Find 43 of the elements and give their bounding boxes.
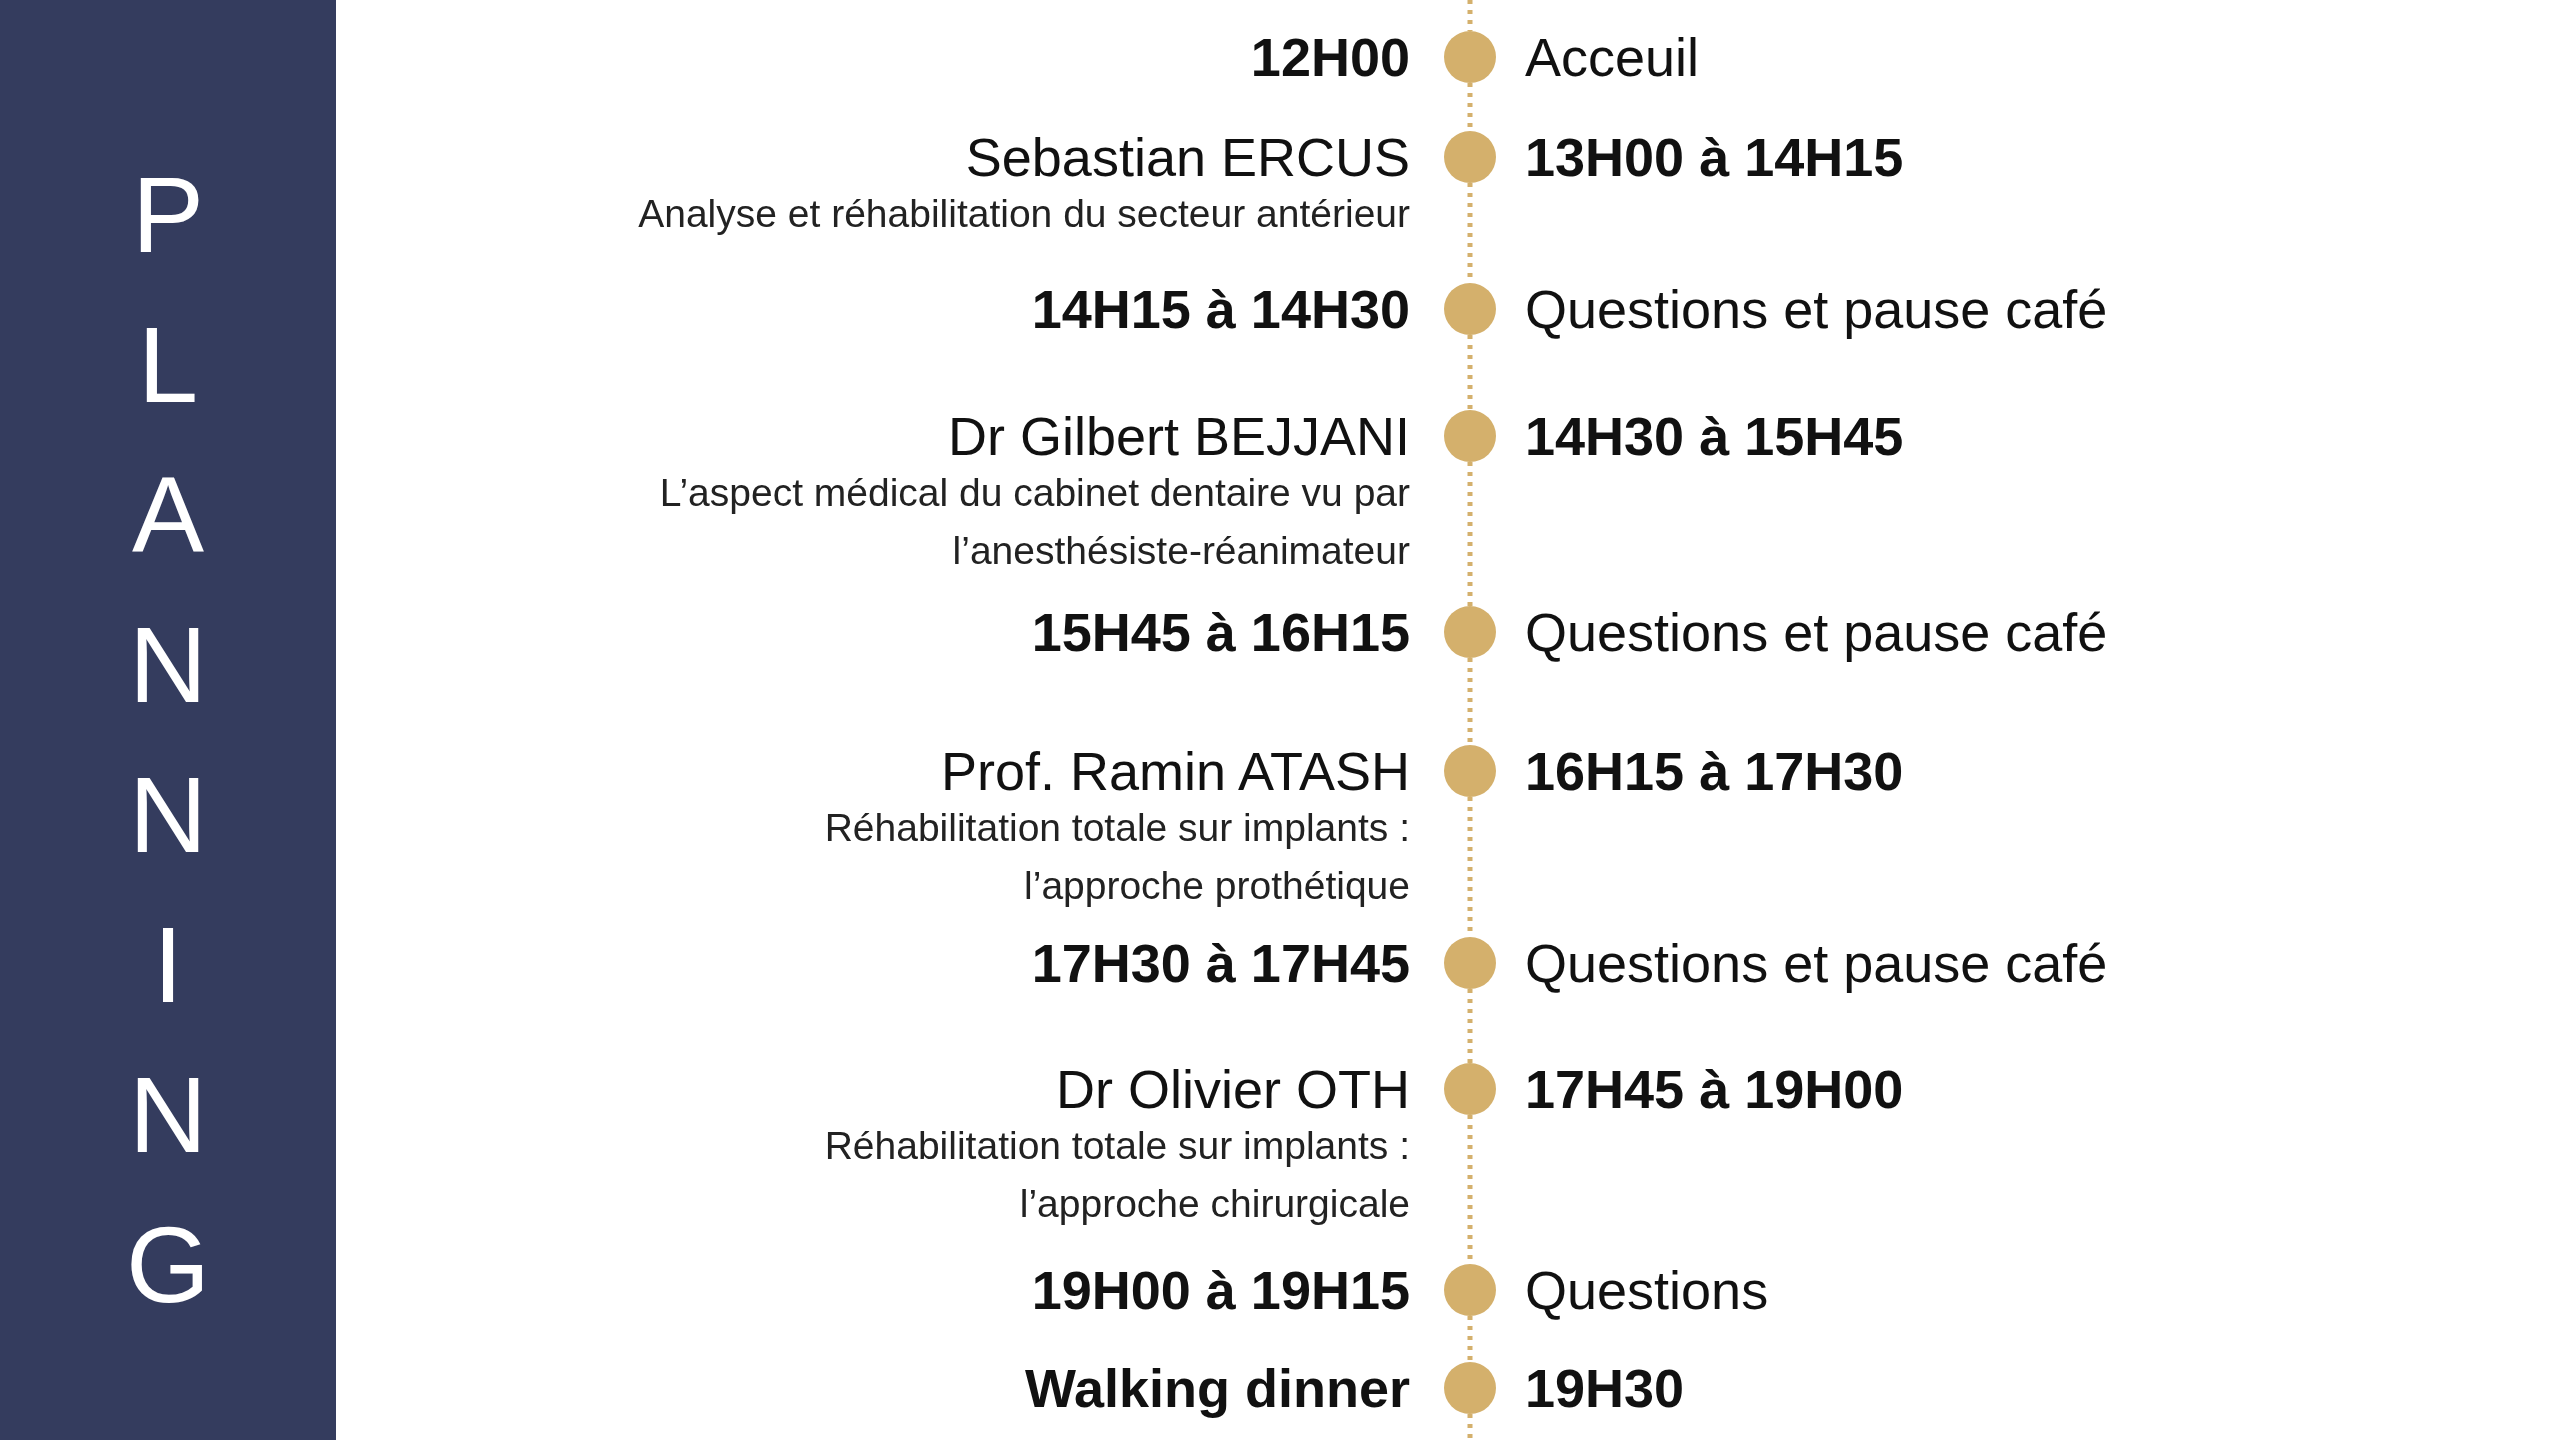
session-label: Questions et pause café [1525,932,2108,995]
talk-title: Réhabilitation totale sur implants : l’approche chirurgicale [823,1123,1410,1227]
time-label: 14H30 à 15H45 [1525,405,1904,468]
timeline-dot [1444,745,1496,797]
session-label: Questions et pause café [1525,278,2108,341]
time-label: 19H00 à 19H15 [1031,1259,1410,1322]
session-label: Prof. Ramin ATASH [940,740,1410,803]
vertical-heading: PLANNING [125,153,211,1327]
timeline-line [1467,462,1473,606]
talk-title: L’aspect médical du cabinet dentaire vu par l’anesthésiste-réanimateur [658,470,1410,574]
time-label: Walking dinner [1025,1357,1410,1420]
timeline-dot [1444,410,1496,462]
timeline-line [1467,335,1473,410]
timeline-dot [1444,937,1496,989]
timeline-dot [1444,131,1496,183]
time-label: 13H00 à 14H15 [1525,126,1904,189]
session-label: Dr Gilbert BEJJANI [947,405,1410,468]
timeline-dot [1444,31,1496,83]
side-band [0,0,336,1440]
time-label: 15H45 à 16H15 [1031,601,1410,664]
session-label: Acceuil [1525,26,1700,89]
timeline-line [1467,989,1473,1063]
time-label: 19H30 [1525,1357,1685,1420]
timeline-dot [1444,1063,1496,1115]
talk-title: Réhabilitation totale sur implants : l’approche prothétique [823,805,1410,909]
time-label: 16H15 à 17H30 [1525,740,1904,803]
time-label: 17H45 à 19H00 [1525,1058,1904,1121]
timeline-dot [1444,606,1496,658]
timeline-dot [1444,283,1496,335]
timeline-line [1467,1414,1473,1440]
session-label: Questions [1525,1259,1769,1322]
time-label: 14H15 à 14H30 [1031,278,1410,341]
timeline-dot [1444,1362,1496,1414]
timeline-line [1467,0,1473,31]
timeline-line [1467,1316,1473,1362]
timeline-dot [1444,1264,1496,1316]
timeline-line [1467,658,1473,745]
session-label: Dr Olivier OTH [1056,1058,1410,1121]
time-label: 17H30 à 17H45 [1031,932,1410,995]
session-label: Sebastian ERCUS [965,126,1410,189]
session-label: Questions et pause café [1525,601,2108,664]
talk-title: Analyse et réhabilitation du secteur antérieur [637,191,1410,237]
time-label: 12H00 [1250,26,1410,89]
